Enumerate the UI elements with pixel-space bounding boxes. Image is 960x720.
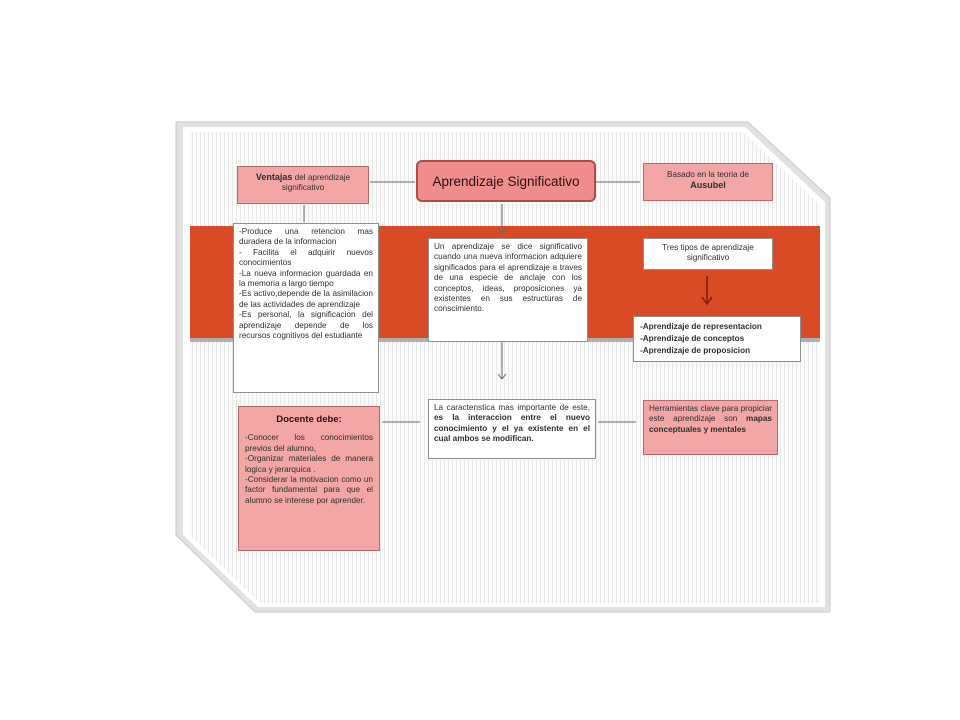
list-item: -Aprendizaje de conceptos [640,334,745,343]
arrow-down-icon [701,276,713,306]
caracteristica-box: La caractenstica mas importante de este,… [428,399,596,459]
ausubel-bold: Ausubel [690,180,726,191]
ventajas-header-box: Ventajas del aprendizaje significativo [237,166,369,204]
docente-box: Docente debe: -Conocer los conocimientos… [238,406,380,551]
docente-title: Docente debe: [276,414,342,425]
herramientas-box: Herramientas clave para propiciar este a… [643,400,778,455]
ventajas-list-box: -Produce una retencion mas duradera de l… [233,223,379,393]
ventajas-bold: Ventajas [255,172,293,182]
herramientas-bold: mapas conceptuales y mentales [649,414,772,434]
ausubel-pre: Basado en la teoria de [667,170,749,179]
ventajas-rest: del aprendizaje significativo [281,173,351,193]
list-item: -Aprendizaje de representacion [640,322,762,331]
ausubel-box: Basado en la teoria de Ausubel [643,163,773,201]
caracteristica-bold: es la interaccion entre el nuevo conocim… [434,413,590,444]
page-title: Aprendizaje Significativo [432,173,580,189]
main-title-box: Aprendizaje Significativo [416,160,596,202]
docente-items: -Conocer los conocimientos previos del a… [245,433,373,505]
list-item: -Aprendizaje de proposicion [640,346,751,355]
herramientas-pre: Herramientas clave para propiciar este a… [649,404,772,424]
definition-box: Un aprendizaje se dice significativo cua… [428,238,588,342]
connectors [303,181,640,423]
caracteristica-pre: La caractenstica mas importante de este, [434,403,590,412]
tipos-list-box: -Aprendizaje de representacion -Aprendiz… [633,316,801,362]
tipos-header-box: Tres tipos de aprendizaje significativo [643,238,773,270]
